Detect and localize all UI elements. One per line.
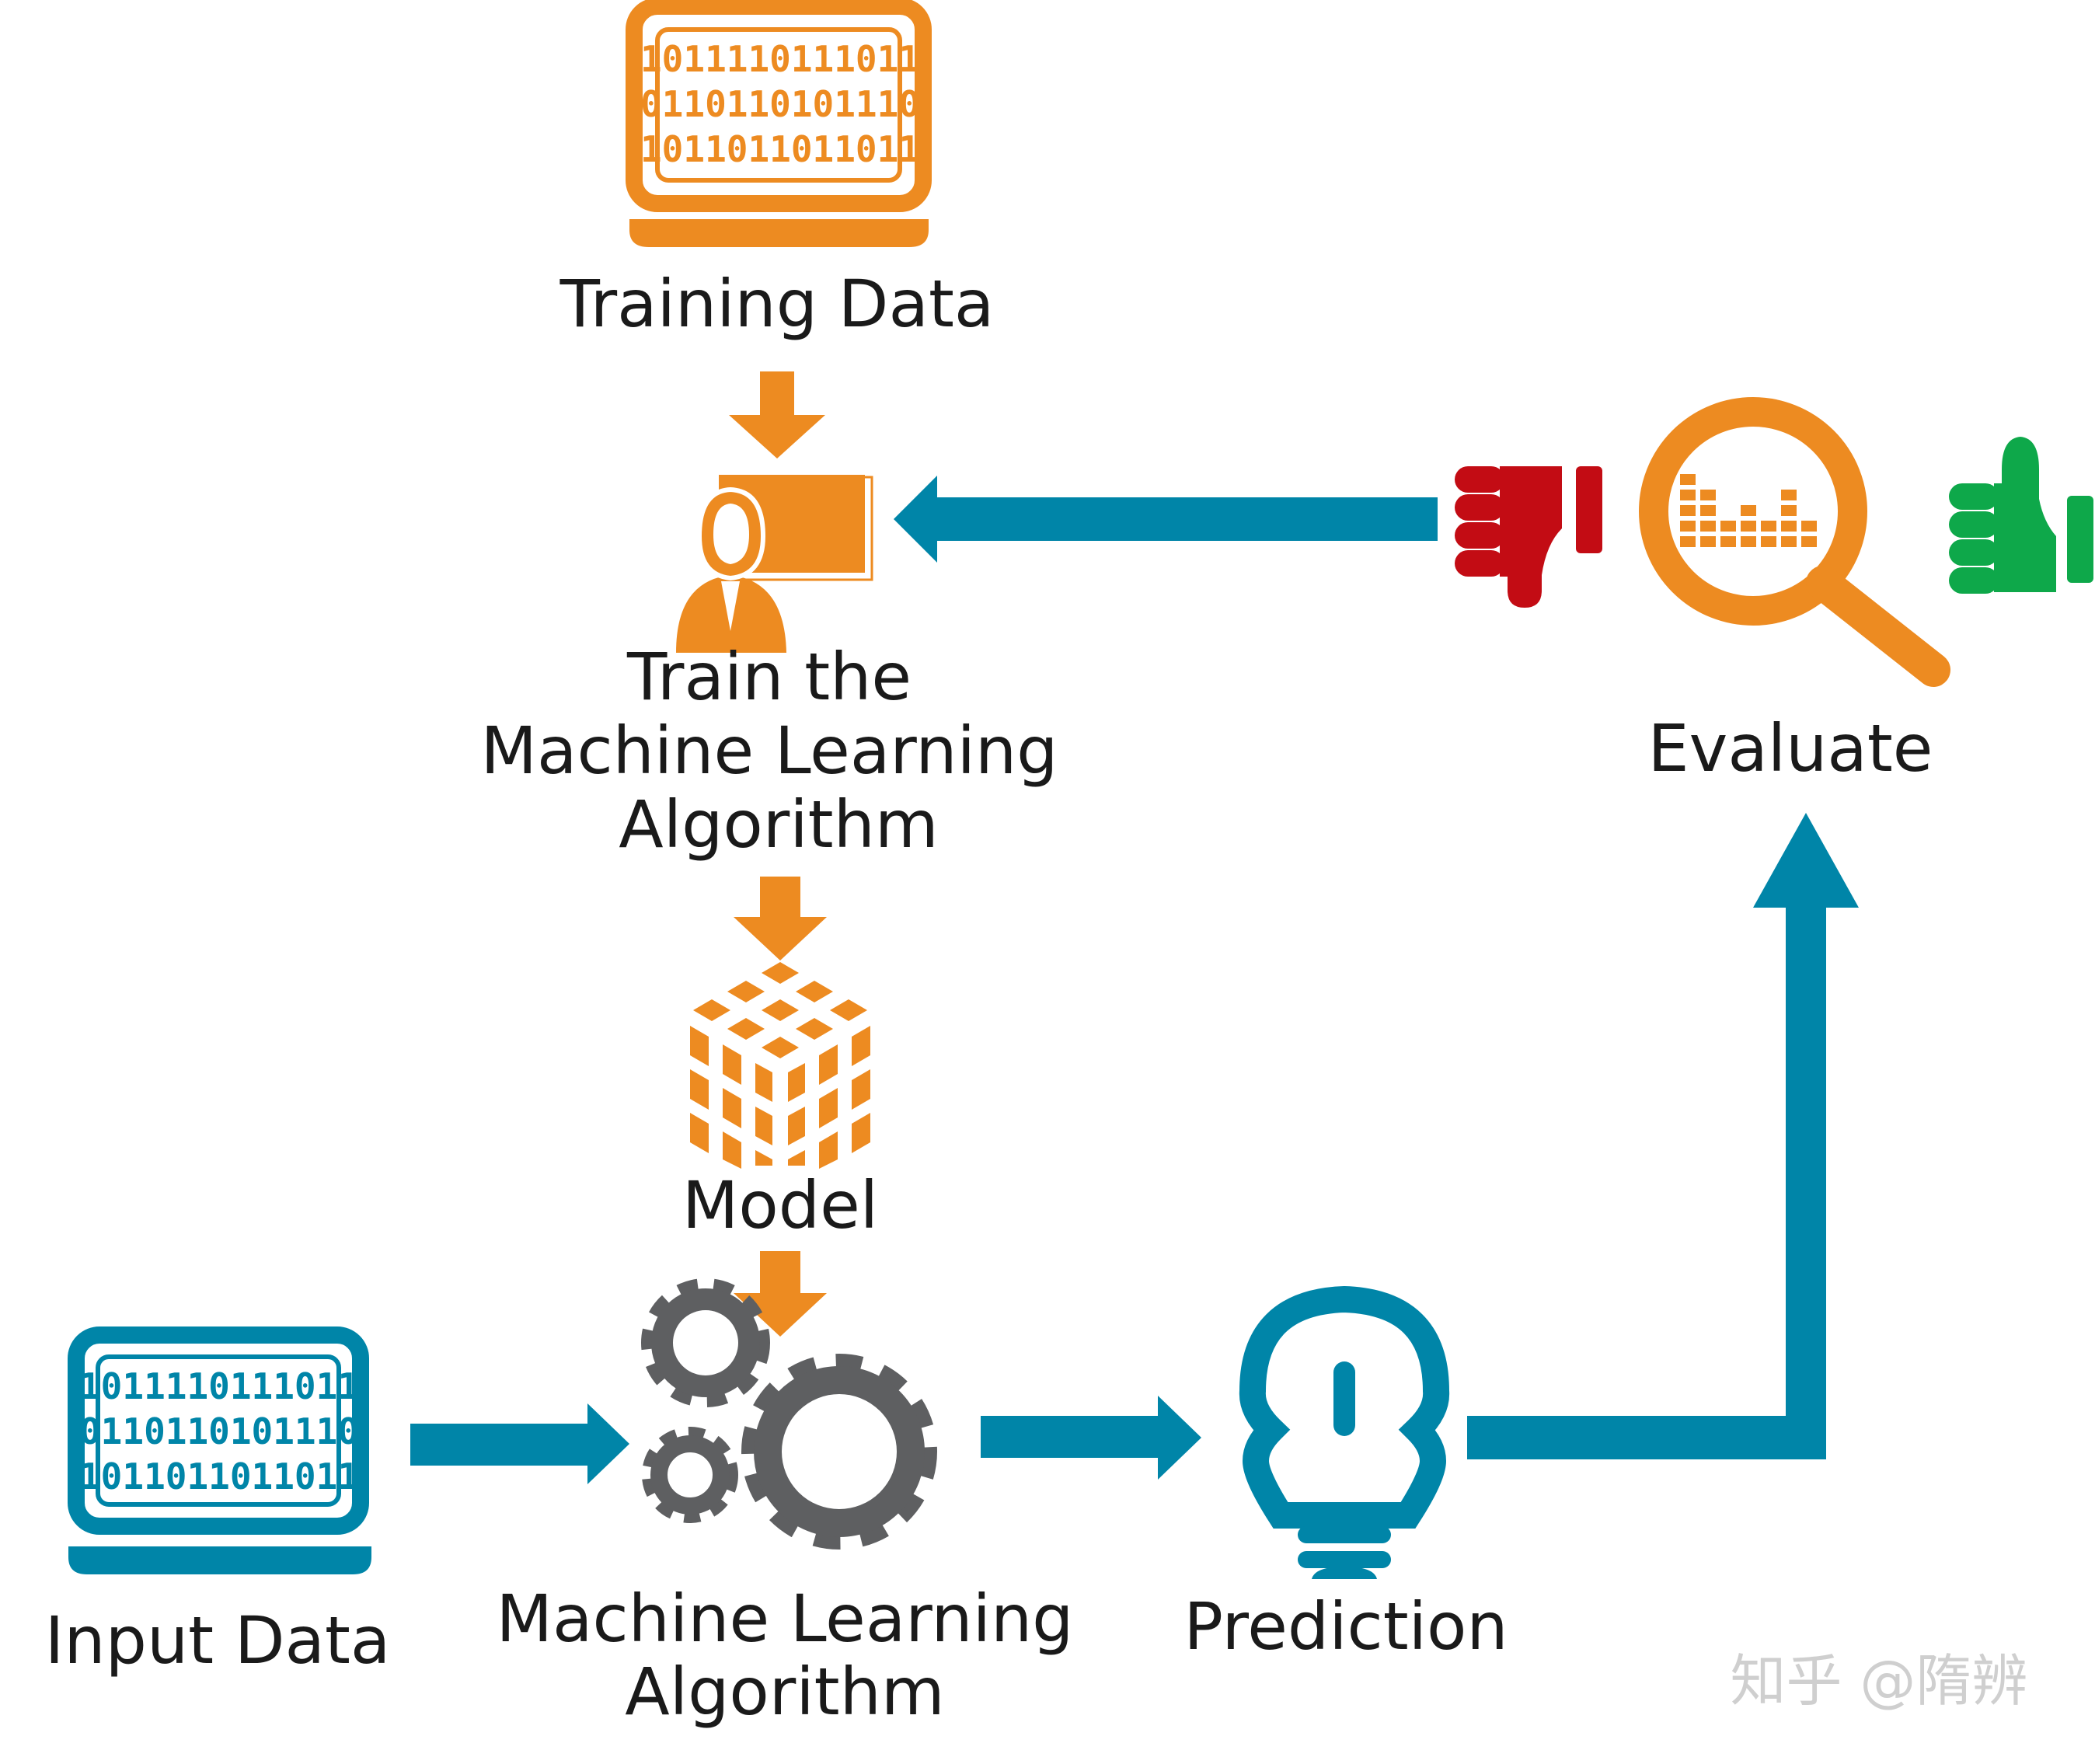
teacher-board-icon [676,470,873,653]
watermark: 知乎 @隋辨 [1731,1648,2028,1713]
evaluate-label: Evaluate [1648,710,1933,786]
train-label-line2: Machine Learning [481,713,1058,789]
training-data-label: Training Data [559,266,995,342]
binary-row: 1011011011011 [640,128,920,170]
ml-label-line1: Machine Learning [497,1581,1074,1657]
ml-label-line2: Algorithm [625,1654,944,1730]
model-label: Model [682,1167,878,1243]
laptop-binary-icon: 1011110111011 0110110101110 101101101101… [626,0,932,247]
magnifier-chart-icon [1639,397,1950,687]
binary-row: 0110110101110 [79,1410,359,1452]
binary-row: 1011110111011 [79,1365,359,1407]
binary-row: 1011110111011 [640,38,920,80]
binary-row: 1011011011011 [79,1455,359,1497]
arrow-down-icon [729,371,825,458]
thumbs-up-icon [1949,437,2093,594]
gears-icon [641,1278,937,1550]
train-label-line1: Train the [626,639,912,715]
bar-chart-icon [1680,474,1817,547]
lightbulb-icon [1239,1285,1450,1579]
arrow-right-icon [981,1396,1201,1480]
arrow-right-icon [410,1403,629,1484]
arrow-left-icon [894,476,1438,563]
cube-grid-icon [690,962,870,1169]
prediction-label: Prediction [1183,1588,1508,1665]
train-label-line3: Algorithm [619,786,938,863]
laptop-binary-icon: 1011110111011 0110110101110 101101101101… [68,1326,371,1574]
arrow-down-icon [734,877,827,960]
input-data-label: Input Data [45,1602,391,1679]
binary-row: 0110110101110 [640,83,920,125]
arrow-up-icon [1467,813,1859,1459]
thumbs-down-icon [1455,466,1602,608]
